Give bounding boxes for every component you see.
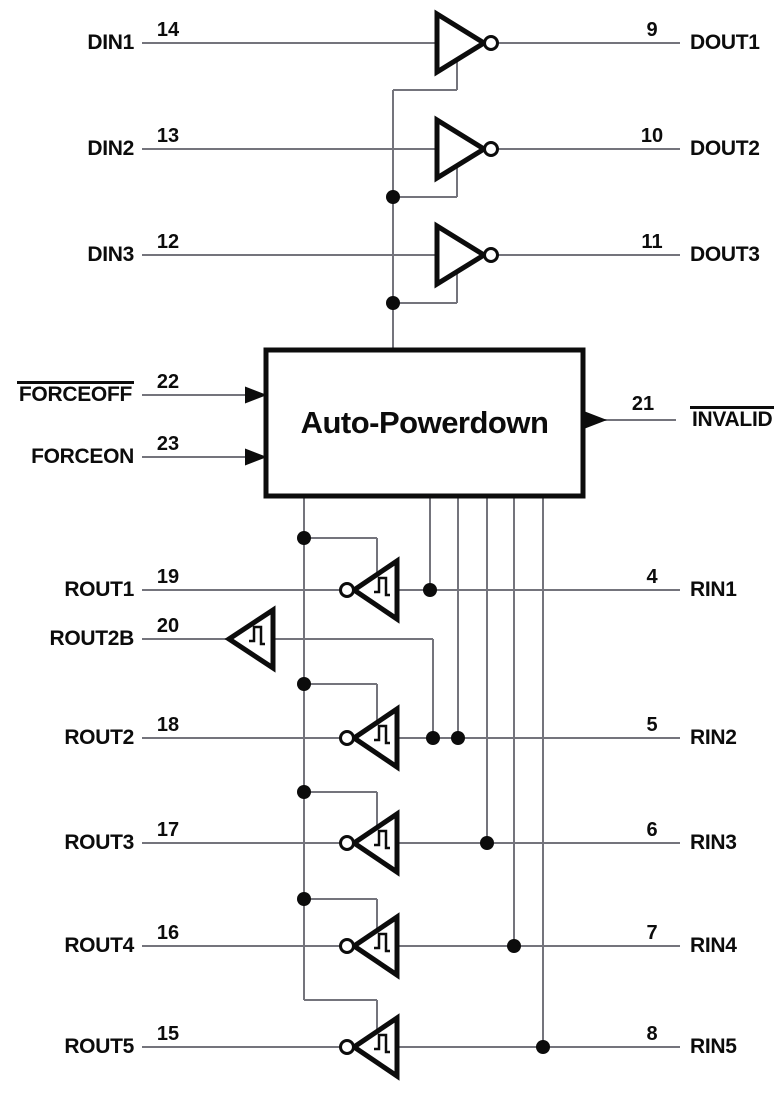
dout3-label: DOUT3 — [690, 243, 760, 266]
forceoff-label-text: FORCEOFF — [16, 381, 134, 406]
rout2-label: ROUT2 — [64, 726, 134, 749]
invalid-pin-number: 21 — [631, 393, 655, 415]
forceoff-arrow-icon — [245, 386, 267, 404]
forceoff-label: FORCEOFF — [2, 381, 134, 406]
forceon-pin-number: 23 — [156, 433, 180, 455]
receiver4-invert-bubble-icon — [339, 938, 355, 954]
receiver2b-buffer-icon — [224, 605, 276, 673]
rin2-label: RIN2 — [690, 726, 737, 749]
junction-dot — [451, 731, 465, 745]
rout3-label: ROUT3 — [64, 831, 134, 854]
rout5-label: ROUT5 — [64, 1035, 134, 1058]
rin1-pin-number: 4 — [646, 566, 658, 588]
forceon-label: FORCEON — [31, 445, 134, 468]
rin2-pin-number: 5 — [646, 714, 658, 736]
rout4-label: ROUT4 — [64, 934, 134, 957]
junction-dot — [297, 677, 311, 691]
rout4-pin-number: 16 — [156, 922, 180, 944]
rout2b-pin-number: 20 — [156, 615, 180, 637]
receiver3-hysteresis-icon — [374, 829, 390, 850]
receiver4-buffer-icon — [349, 912, 400, 980]
junction-dot — [386, 296, 400, 310]
receiver3-invert-bubble-icon — [339, 835, 355, 851]
receiver5-buffer-icon — [349, 1013, 400, 1081]
auto-powerdown-label: Auto-Powerdown — [300, 405, 549, 440]
receiver2-invert-bubble-icon — [339, 730, 355, 746]
receiver1-invert-bubble-icon — [339, 582, 355, 598]
invalid-arrow-icon — [585, 411, 607, 429]
rout1-pin-number: 19 — [156, 566, 180, 588]
driver2-buffer-icon — [434, 115, 489, 183]
din2-label: DIN2 — [87, 137, 134, 160]
junction-dot — [423, 583, 437, 597]
forceoff-pin-number: 22 — [156, 371, 180, 393]
auto-powerdown-block — [263, 347, 586, 499]
driver1-invert-bubble-icon — [483, 35, 499, 51]
driver1-buffer-icon — [434, 9, 489, 77]
receiver1-hysteresis-icon — [374, 576, 390, 597]
din1-label: DIN1 — [87, 31, 134, 54]
rin1-label: RIN1 — [690, 578, 737, 601]
junction-dot — [297, 785, 311, 799]
forceon-arrow-icon — [245, 448, 267, 466]
receiver2-hysteresis-icon — [374, 724, 390, 745]
receiver1-buffer-icon — [349, 556, 400, 624]
dout2-label: DOUT2 — [690, 137, 760, 160]
junction-dot — [426, 731, 440, 745]
driver3-buffer-icon — [434, 221, 489, 289]
rin3-label: RIN3 — [690, 831, 737, 854]
din3-pin-number: 12 — [156, 231, 180, 253]
junction-dot — [507, 939, 521, 953]
receiver5-hysteresis-icon — [374, 1033, 390, 1054]
rin5-pin-number: 8 — [646, 1023, 658, 1045]
junction-dot — [297, 892, 311, 906]
rout2b-label: ROUT2B — [49, 627, 134, 650]
driver3-invert-bubble-icon — [483, 247, 499, 263]
rout2-pin-number: 18 — [156, 714, 180, 736]
dout1-label: DOUT1 — [690, 31, 760, 54]
dout2-pin-number: 10 — [640, 125, 664, 147]
rin4-label: RIN4 — [690, 934, 737, 957]
rin4-pin-number: 7 — [646, 922, 658, 944]
invalid-label-text: INVALID — [690, 406, 775, 431]
invalid-label: INVALID — [690, 406, 781, 431]
rout3-pin-number: 17 — [156, 819, 180, 841]
receiver2-buffer-icon — [349, 704, 400, 772]
rin5-label: RIN5 — [690, 1035, 737, 1058]
driver2-invert-bubble-icon — [483, 141, 499, 157]
junction-dot — [386, 190, 400, 204]
din1-pin-number: 14 — [156, 19, 180, 41]
receiver5-invert-bubble-icon — [339, 1039, 355, 1055]
rout1-label: ROUT1 — [64, 578, 134, 601]
dout3-pin-number: 11 — [641, 231, 663, 253]
junction-dot — [297, 531, 311, 545]
receiver4-hysteresis-icon — [374, 932, 390, 953]
din3-label: DIN3 — [87, 243, 134, 266]
receiver3-buffer-icon — [349, 809, 400, 877]
rout5-pin-number: 15 — [156, 1023, 180, 1045]
junction-dot — [536, 1040, 550, 1054]
din2-pin-number: 13 — [156, 125, 180, 147]
receiver2b-hysteresis-icon — [249, 625, 265, 646]
dout1-pin-number: 9 — [646, 19, 658, 41]
rin3-pin-number: 6 — [646, 819, 658, 841]
junction-dot — [480, 836, 494, 850]
